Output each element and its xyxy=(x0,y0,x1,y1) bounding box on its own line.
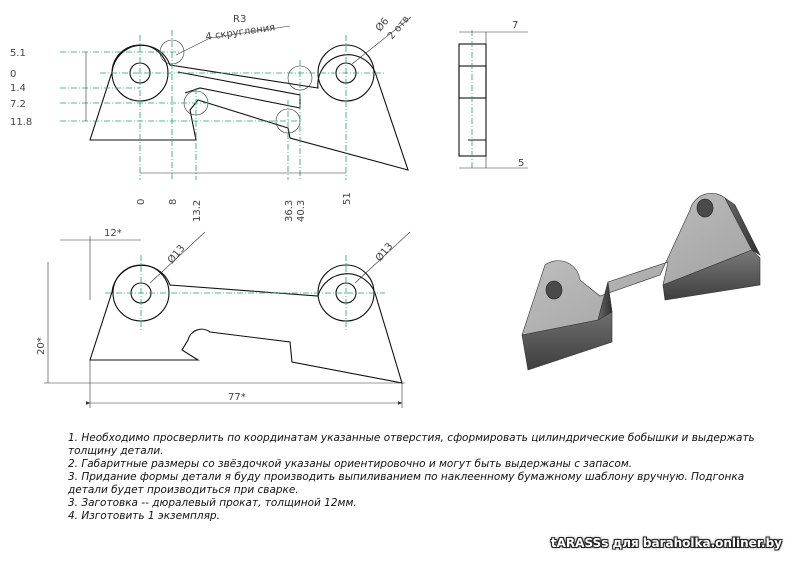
x-dim-label: 8 xyxy=(168,199,179,205)
radius-leader-shelf xyxy=(209,25,291,39)
isometric-3d-view xyxy=(521,192,761,371)
note-line: 3. Заготовка -- дюралевый прокат, толщин… xyxy=(68,497,357,509)
top-centerlines xyxy=(60,30,385,180)
x-dim-label: 0 xyxy=(136,199,147,205)
part-side-face xyxy=(724,197,761,256)
length-label: 77* xyxy=(228,392,246,403)
boss-dia-right: Ø13 xyxy=(373,240,395,264)
note-line: 2. Габаритные размеры со звёздочкой указ… xyxy=(68,458,633,470)
y-dim-label: 7.2 xyxy=(10,99,26,110)
x-dim-label: 40.3 xyxy=(296,200,307,222)
part-hole-right xyxy=(696,198,714,218)
thickness-top-label: 7 xyxy=(512,20,518,31)
note-line: 3. Придание формы детали я буду производ… xyxy=(68,471,745,496)
note-line: 1. Необходимо просверлить по координатам… xyxy=(68,432,755,457)
x-dim-label: 13.2 xyxy=(192,200,203,222)
y-dim-label: 5.1 xyxy=(10,48,26,59)
hole-count-label: 2 отв. xyxy=(386,11,414,41)
thickness-bottom-label: 5 xyxy=(518,158,524,169)
bottom-centerlines xyxy=(105,255,385,330)
y-dim-label: 11.8 xyxy=(10,117,32,128)
watermark: tARASSs для baraholka.onliner.by xyxy=(550,536,782,550)
radius-label: R3 xyxy=(233,14,246,25)
top-view: 5.1 0 1.4 7.2 11.8 0 8 13.2 36.3 40.3 51… xyxy=(10,11,414,222)
x-dim-labels: 0 8 13.2 36.3 40.3 51 xyxy=(136,192,353,222)
boss-dia-left: Ø13 xyxy=(165,242,187,266)
boss-leader-right xyxy=(354,231,411,284)
top-view-outline xyxy=(89,44,409,171)
radius-leader xyxy=(175,37,211,56)
side-view: 7 5 xyxy=(458,20,528,170)
y-dim-label: 0 xyxy=(10,69,16,80)
part-front-face-right xyxy=(662,249,761,301)
part-step-face xyxy=(597,281,613,321)
x-dim-label: 36.3 xyxy=(284,200,295,222)
height-label: 20* xyxy=(36,337,47,355)
side-view-boss xyxy=(458,65,487,99)
y-dim-labels: 5.1 0 1.4 7.2 11.8 xyxy=(10,48,32,128)
bottom-view: 12* Ø13 Ø13 20* 77* xyxy=(36,228,411,408)
y-dim-label: 1.4 xyxy=(10,83,26,94)
x-dim-label: 51 xyxy=(342,192,353,205)
offset-label: 12* xyxy=(104,228,122,239)
part-hole-left xyxy=(545,280,563,300)
side-view-body xyxy=(458,43,487,157)
notes-block: 1. Необходимо просверлить по координатам… xyxy=(68,432,784,523)
hole-leader xyxy=(351,17,411,65)
radius-note: 4 скругления xyxy=(205,22,276,43)
note-line: 4. Изготовить 1 экземпляр. xyxy=(68,510,220,522)
boss-leader-left xyxy=(149,231,206,284)
